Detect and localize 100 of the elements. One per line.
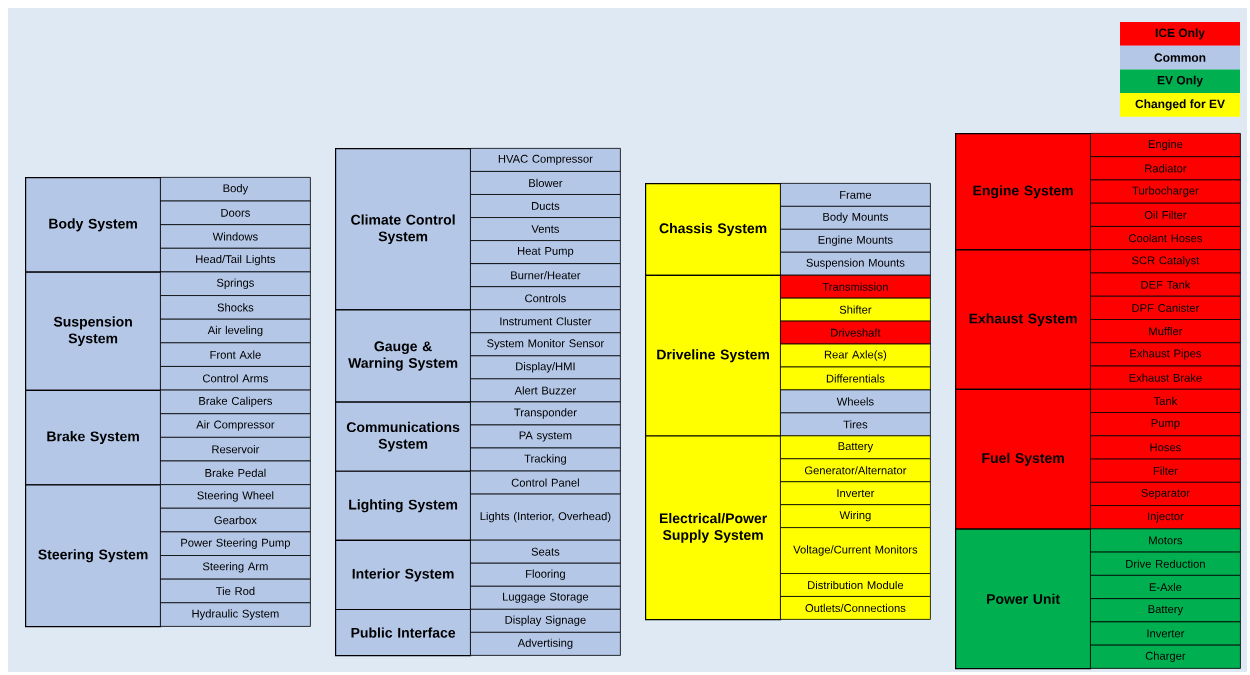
item-cell: Filter [1090, 458, 1241, 483]
item-cell: System Monitor Sensor [470, 332, 621, 357]
item-cell: Brake Pedal [160, 460, 311, 485]
item-cell: Advertising [470, 631, 621, 656]
legend-label: EV Only [1157, 75, 1203, 87]
item-cell: Air leveling [160, 318, 311, 344]
legend-label: Common [1154, 53, 1206, 62]
item-cell: Instrument Cluster [470, 309, 621, 334]
item-cell: PA system [470, 424, 621, 449]
system-cell: Driveline System [645, 274, 782, 437]
system-cell: Electrical/Power Supply System [645, 435, 782, 621]
item-cell: Transmission [780, 274, 931, 299]
item-cell: Alert Buzzer [470, 378, 621, 403]
item-cell: Engine [1090, 133, 1241, 158]
item-cell: Windows [160, 224, 311, 249]
item-cell: Wheels [780, 389, 931, 414]
item-cell: Doors [160, 200, 311, 226]
item-cell: Blower [470, 171, 621, 195]
item-cell: Voltage/Current Monitors [780, 527, 931, 574]
item-cell: Rear Axle(s) [780, 343, 931, 368]
item-cell: Outlets/Connections [780, 596, 931, 620]
system-cell: Communications System [335, 401, 472, 472]
item-cell: Inverter [1090, 621, 1241, 646]
item-cell: DEF Tank [1090, 272, 1241, 297]
item-cell: Body [160, 177, 311, 202]
system-cell: Suspension System [25, 271, 162, 391]
item-cell: Radiator [1090, 156, 1241, 181]
system-cell: Public Interface [335, 608, 472, 657]
system-cell: Fuel System [955, 388, 1092, 530]
item-cell: Charger [1090, 644, 1241, 669]
item-cell: Battery [780, 435, 931, 460]
item-cell: Springs [160, 271, 311, 296]
system-cell: Power Unit [955, 528, 1092, 670]
system-cell: Steering System [25, 484, 162, 628]
item-cell: Muffler [1090, 319, 1241, 344]
item-cell: Controls [470, 286, 621, 311]
item-cell: Shifter [780, 297, 931, 322]
item-cell: Tracking [470, 447, 621, 472]
item-cell: Gearbox [160, 507, 311, 533]
item-cell: Pump [1090, 412, 1241, 437]
item-cell: Lights (Interior, Overhead) [470, 493, 621, 541]
item-cell: Body Mounts [780, 205, 931, 230]
item-cell: Distribution Module [780, 573, 931, 597]
item-cell: Steering Arm [160, 555, 311, 580]
item-cell: Display/HMI [470, 355, 621, 380]
item-cell: Suspension Mounts [780, 251, 931, 276]
item-cell: Frame [780, 183, 931, 207]
legend-label: Changed for EV [1135, 99, 1225, 111]
item-cell: HVAC Compressor [470, 148, 621, 172]
item-cell: Reservoir [160, 436, 311, 462]
item-cell: Battery [1090, 598, 1241, 623]
item-cell: Tires [780, 412, 931, 437]
item-cell: Seats [470, 539, 621, 564]
system-cell: Engine System [955, 133, 1092, 251]
system-cell: Body System [25, 177, 162, 273]
item-cell: Shocks [160, 295, 311, 320]
item-cell: Generator/Alternator [780, 458, 931, 483]
system-cell: Brake System [25, 389, 162, 486]
item-cell: Control Arms [160, 366, 311, 391]
item-cell: Differentials [780, 366, 931, 391]
item-cell: Injector [1090, 505, 1241, 530]
system-cell: Chassis System [645, 183, 782, 276]
item-cell: Drive Reduction [1090, 551, 1241, 576]
item-cell: Coolant Hoses [1090, 226, 1241, 251]
item-cell: Hydraulic System [160, 602, 311, 627]
item-cell: Front Axle [160, 342, 311, 367]
item-cell: Luggage Storage [470, 585, 621, 610]
item-cell: Heat Pump [470, 240, 621, 264]
item-cell: Hoses [1090, 435, 1241, 460]
system-cell: Gauge & Warning System [335, 309, 472, 403]
item-cell: Wiring [780, 504, 931, 528]
item-cell: Display Signage [470, 608, 621, 633]
item-cell: Steering Wheel [160, 484, 311, 509]
item-cell: Burner/Heater [470, 263, 621, 288]
item-cell: Transponder [470, 401, 621, 426]
legend-label: ICE Only [1155, 28, 1205, 40]
item-cell: DPF Canister [1090, 295, 1241, 320]
system-cell: Exhaust System [955, 249, 1092, 391]
item-cell: Brake Calipers [160, 389, 311, 415]
item-cell: Motors [1090, 528, 1241, 553]
item-cell: Head/Tail Lights [160, 247, 311, 273]
item-cell: Separator [1090, 481, 1241, 506]
item-cell: Power Steering Pump [160, 531, 311, 556]
item-cell: Air Compressor [160, 413, 311, 438]
item-cell: Driveshaft [780, 320, 931, 345]
item-cell: Control Panel [470, 470, 621, 495]
item-cell: E-Axle [1090, 574, 1241, 600]
item-cell: Tank [1090, 388, 1241, 413]
item-cell: Exhaust Pipes [1090, 342, 1241, 367]
item-cell: Exhaust Brake [1090, 365, 1241, 390]
item-cell: SCR Catalyst [1090, 249, 1241, 274]
item-cell: Oil Filter [1090, 202, 1241, 227]
item-cell: Tie Rod [160, 578, 311, 604]
system-cell: Interior System [335, 539, 472, 611]
item-cell: Inverter [780, 481, 931, 506]
item-cell: Flooring [470, 562, 621, 587]
item-cell: Turbocharger [1090, 179, 1241, 204]
item-cell: Ducts [470, 194, 621, 218]
system-cell: Lighting System [335, 470, 472, 541]
item-cell: Vents [470, 217, 621, 241]
